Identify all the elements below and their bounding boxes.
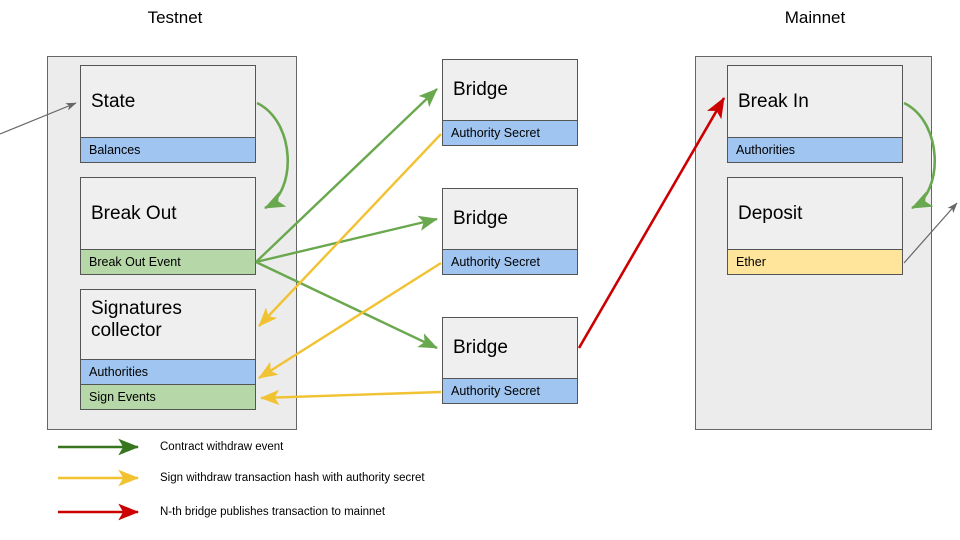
node-deposit-row-ether: Ether — [728, 249, 902, 274]
node-bridge-1-title: Bridge — [443, 60, 577, 120]
node-break-out-row-event: Break Out Event — [81, 249, 255, 274]
node-break-out-title: Break Out — [81, 178, 255, 249]
node-break-out[interactable]: Break Out Break Out Event — [80, 177, 256, 275]
mainnet-title: Mainnet — [784, 8, 846, 27]
node-signatures-collector-row-authorities: Authorities — [81, 359, 255, 384]
legend-label-contract-withdraw-event: Contract withdraw event — [160, 441, 284, 453]
node-bridge-3-title: Bridge — [443, 318, 577, 378]
node-state-row-balances: Balances — [81, 137, 255, 162]
node-bridge-3[interactable]: Bridge Authority Secret — [442, 317, 578, 404]
node-bridge-1-row-authority-secret: Authority Secret — [443, 120, 577, 145]
node-deposit-title: Deposit — [728, 178, 902, 249]
node-signatures-collector[interactable]: Signatures collector Authorities Sign Ev… — [80, 289, 256, 410]
node-break-in-title: Break In — [728, 66, 902, 137]
legend-label-sign-withdraw-hash: Sign withdraw transaction hash with auth… — [160, 472, 425, 484]
node-signatures-collector-title: Signatures collector — [81, 290, 255, 359]
node-bridge-2-title: Bridge — [443, 189, 577, 249]
testnet-title: Testnet — [147, 8, 203, 27]
node-bridge-2[interactable]: Bridge Authority Secret — [442, 188, 578, 275]
node-bridge-2-row-authority-secret: Authority Secret — [443, 249, 577, 274]
node-bridge-3-row-authority-secret: Authority Secret — [443, 378, 577, 403]
node-deposit[interactable]: Deposit Ether — [727, 177, 903, 275]
node-break-in[interactable]: Break In Authorities — [727, 65, 903, 163]
node-break-in-row-authorities: Authorities — [728, 137, 902, 162]
node-bridge-1[interactable]: Bridge Authority Secret — [442, 59, 578, 146]
node-state-title: State — [81, 66, 255, 137]
node-state[interactable]: State Balances — [80, 65, 256, 163]
node-signatures-collector-row-sign-events: Sign Events — [81, 384, 255, 409]
legend-label-nth-bridge-publishes: N-th bridge publishes transaction to mai… — [160, 506, 386, 518]
